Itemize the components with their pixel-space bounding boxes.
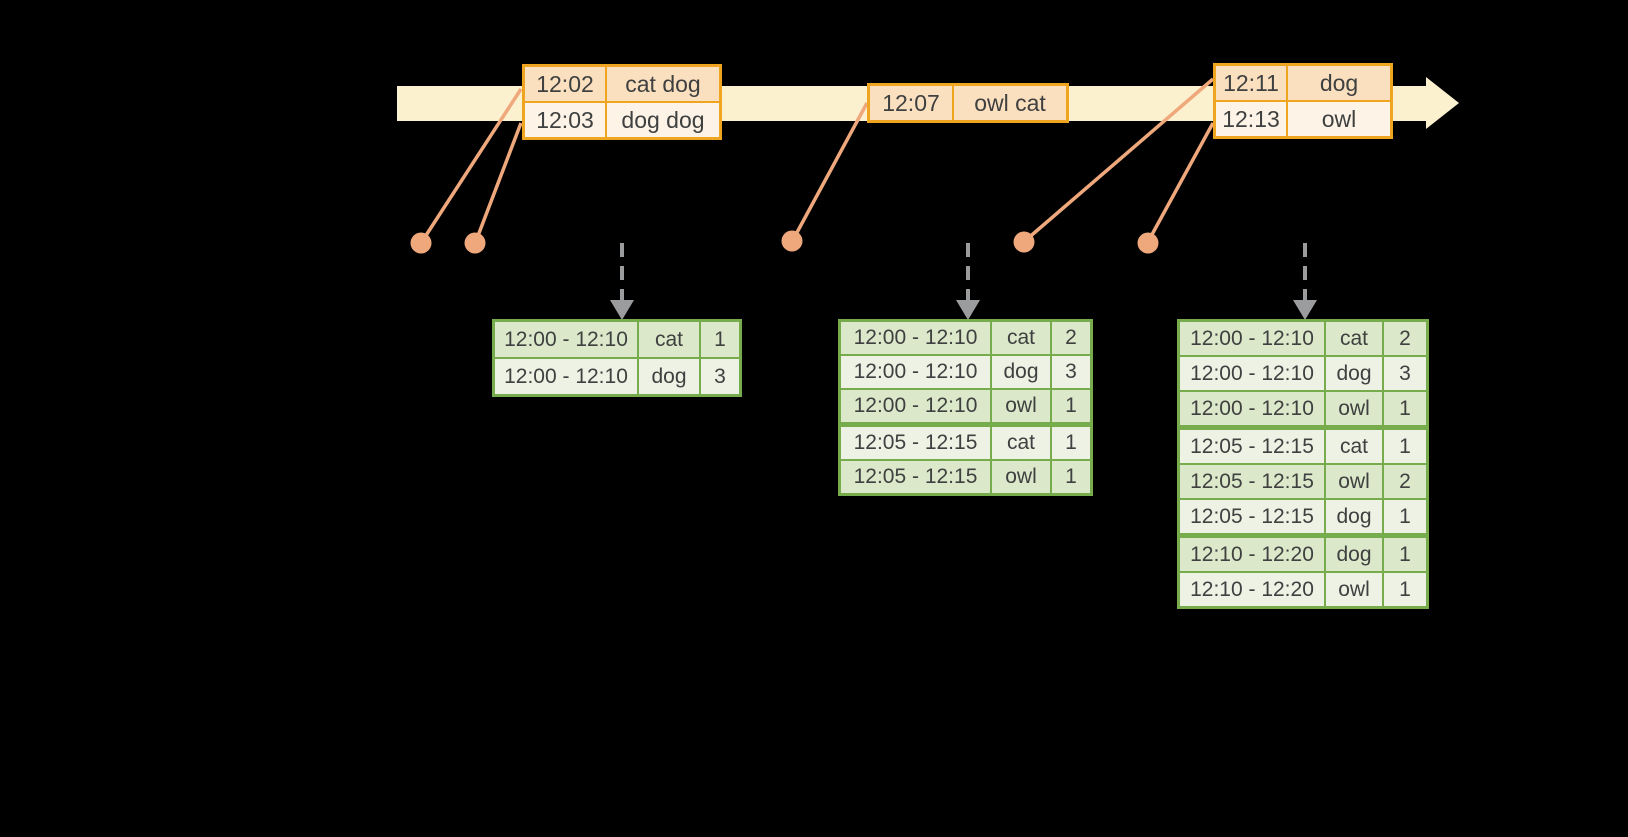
connector-line	[1024, 77, 1215, 242]
table-cell: 12:00 - 12:10	[495, 359, 637, 394]
table-cell: 12:00 - 12:10	[495, 322, 637, 357]
table-cell: 12:00 - 12:10	[1180, 322, 1324, 355]
table-cell: 1	[701, 322, 739, 357]
table-cell: 1	[1384, 538, 1426, 571]
table-cell: 12:00 - 12:10	[841, 322, 990, 354]
table-cell: dog dog	[607, 103, 719, 137]
table-cell: cat	[992, 427, 1050, 459]
table-cell: 12:05 - 12:15	[1180, 465, 1324, 498]
event-dot	[464, 232, 486, 254]
table-cell: 1	[1052, 390, 1090, 422]
table-cell: owl	[1326, 573, 1382, 606]
event-dot	[410, 232, 432, 254]
table-cell: 12:03	[525, 103, 605, 137]
table-cell: 12:05 - 12:15	[1180, 430, 1324, 463]
table-cell: 12:05 - 12:15	[841, 461, 990, 493]
table-cell: 1	[1384, 573, 1426, 606]
table-cell: dog	[639, 359, 699, 394]
table-cell: cat	[639, 322, 699, 357]
table-cell: 12:02	[525, 67, 605, 101]
table-cell: cat	[992, 322, 1050, 354]
table-cell: owl	[1326, 465, 1382, 498]
table-cell: 1	[1384, 430, 1426, 463]
table-cell: dog	[1326, 538, 1382, 571]
table-cell: 2	[1384, 465, 1426, 498]
table-cell: owl	[1288, 102, 1390, 136]
table-cell: 12:00 - 12:10	[841, 390, 990, 422]
table-cell: 12:10 - 12:20	[1180, 538, 1324, 571]
table-cell: dog	[1288, 66, 1390, 100]
table-cell: owl	[1326, 392, 1382, 425]
table-cell: 1	[1384, 500, 1426, 533]
table-cell: 12:13	[1216, 102, 1286, 136]
table-cell: 1	[1052, 461, 1090, 493]
table-cell: 12:00 - 12:10	[1180, 392, 1324, 425]
table-cell: 12:00 - 12:10	[841, 356, 990, 388]
table-cell: 1	[1052, 427, 1090, 459]
table-cell: 2	[1052, 322, 1090, 354]
event-dot	[781, 230, 803, 252]
connector-line	[1147, 122, 1215, 241]
table-cell: dog	[992, 356, 1050, 388]
table-cell: 12:11	[1216, 66, 1286, 100]
trigger-down-arrow-icon	[610, 243, 634, 320]
connector-line	[421, 88, 523, 241]
trigger-down-arrow-icon	[956, 243, 980, 320]
table-cell: 3	[1384, 357, 1426, 390]
table-cell: 3	[701, 359, 739, 394]
timeline-arrowhead-icon	[1426, 77, 1459, 129]
table-cell: 12:07	[870, 86, 952, 120]
event-dot	[1013, 231, 1035, 253]
table-cell: dog	[1326, 357, 1382, 390]
table-cell: owl cat	[954, 86, 1066, 120]
event-dot	[1137, 232, 1159, 254]
table-cell: 12:05 - 12:15	[1180, 500, 1324, 533]
table-cell: 12:00 - 12:10	[1180, 357, 1324, 390]
table-cell: cat dog	[607, 67, 719, 101]
table-cell: 1	[1384, 392, 1426, 425]
table-cell: cat	[1326, 322, 1382, 355]
table-cell: 2	[1384, 322, 1426, 355]
table-cell: 3	[1052, 356, 1090, 388]
table-cell: cat	[1326, 430, 1382, 463]
connector-line	[792, 102, 869, 239]
table-cell: owl	[992, 461, 1050, 493]
trigger-down-arrow-icon	[1293, 243, 1317, 320]
connector-line	[474, 122, 523, 242]
table-cell: 12:10 - 12:20	[1180, 573, 1324, 606]
table-cell: owl	[992, 390, 1050, 422]
table-cell: 12:05 - 12:15	[841, 427, 990, 459]
table-cell: dog	[1326, 500, 1382, 533]
